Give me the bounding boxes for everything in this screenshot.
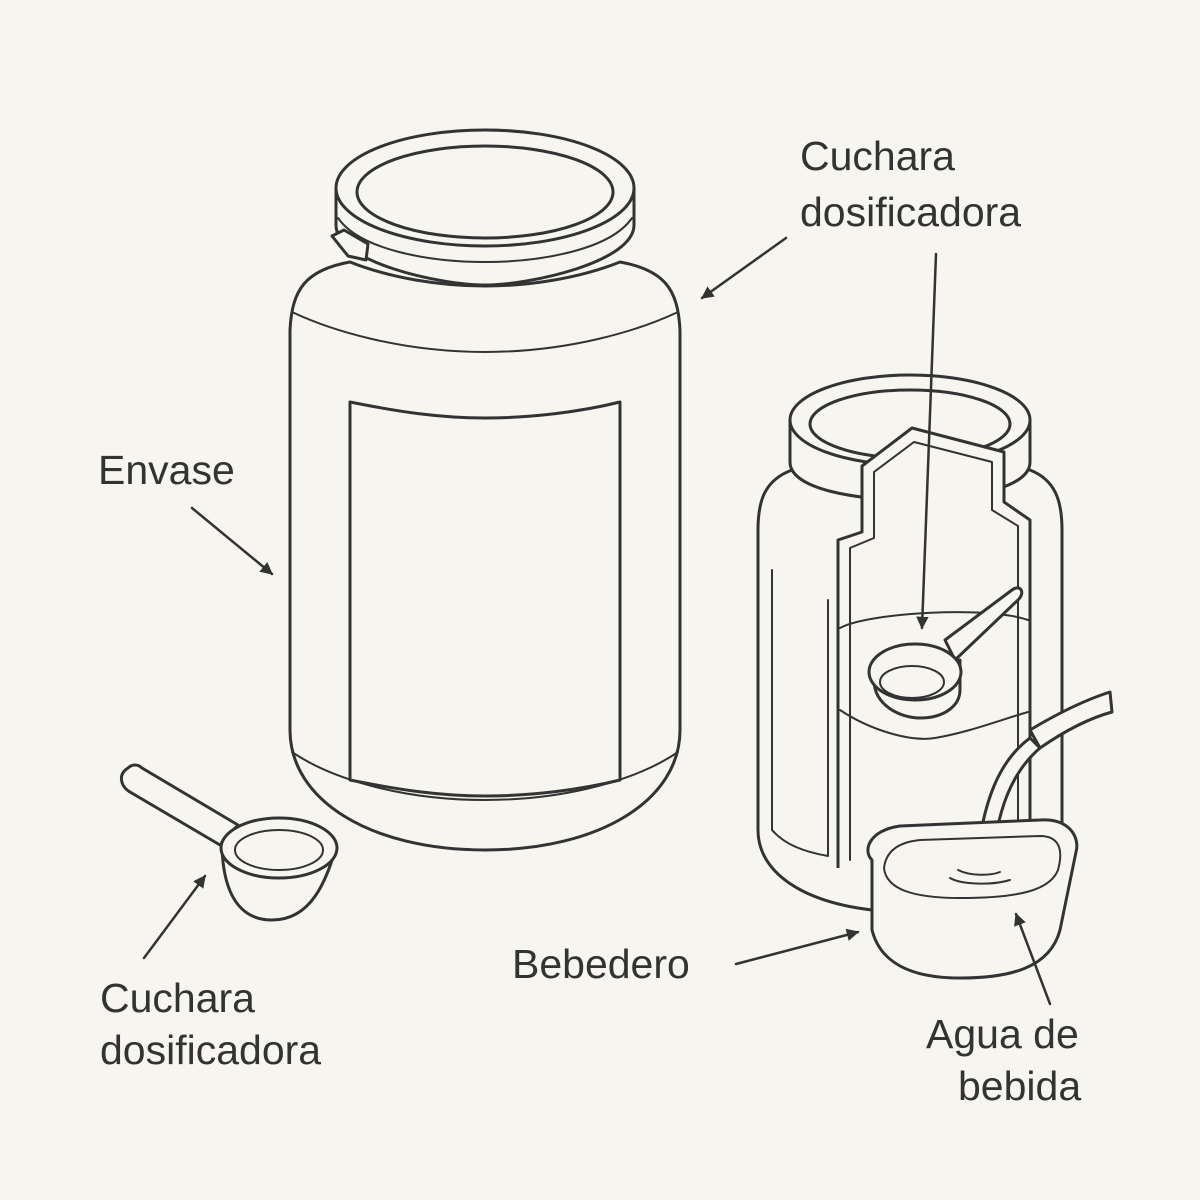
label-bebedero: Bebedero bbox=[512, 941, 690, 987]
powder-surface bbox=[839, 611, 1029, 629]
leader-arrows bbox=[142, 236, 1052, 1006]
arrow-envase bbox=[190, 506, 274, 576]
large-container-label-panel bbox=[348, 400, 622, 798]
arrow-scoop-top-to-inside bbox=[916, 252, 938, 630]
arrow-agua bbox=[1014, 912, 1052, 1006]
arrow-bebedero bbox=[734, 928, 860, 966]
large-container-lid bbox=[330, 128, 636, 287]
drinker-trough bbox=[866, 818, 1079, 980]
large-container bbox=[288, 128, 682, 852]
label-scoop-bottom-line1: Cuchara bbox=[100, 975, 255, 1021]
label-agua-line1: Agua de bbox=[926, 1011, 1079, 1057]
arrow-scoop-bottom bbox=[142, 874, 207, 960]
cutaway-container bbox=[756, 373, 1114, 980]
arrow-scoop-top-to-container bbox=[700, 236, 788, 300]
scoop-inside bbox=[867, 586, 1024, 720]
label-scoop-bottom-line2: dosificadora bbox=[100, 1027, 321, 1073]
water-hose bbox=[1028, 690, 1114, 750]
label-agua-line2: bebida bbox=[958, 1063, 1081, 1109]
scoop-left bbox=[120, 763, 339, 922]
label-scoop-top-line2: dosificadora bbox=[800, 189, 1021, 235]
label-scoop-top-line1: Cuchara bbox=[800, 133, 955, 179]
label-envase: Envase bbox=[98, 447, 235, 493]
